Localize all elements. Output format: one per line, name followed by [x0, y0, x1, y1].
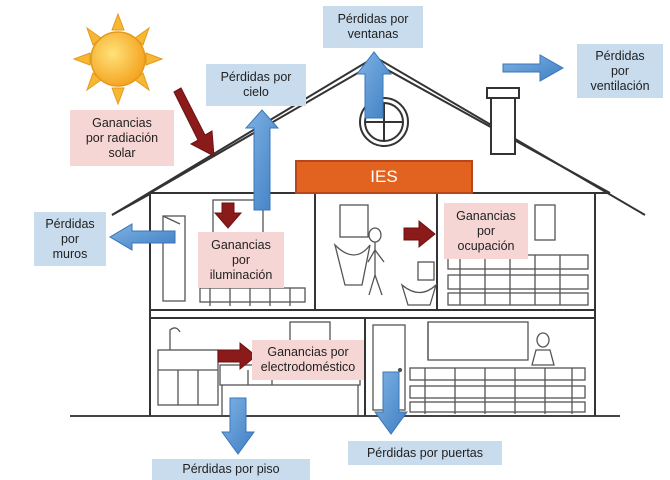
arrow-appliances: [217, 341, 257, 371]
label-line: ocupación: [457, 238, 515, 253]
label-line: Ganancias: [456, 208, 516, 223]
label-gain-occupancy: Ganancias por ocupación: [444, 203, 528, 259]
loss-arrows: [109, 51, 565, 455]
label-line: ventanas: [347, 27, 399, 41]
interior-sketch: [157, 199, 589, 415]
attic-window: [359, 97, 409, 147]
arrow-doors: [374, 371, 408, 435]
label-line: por: [60, 231, 80, 246]
label-line: cielo: [243, 85, 269, 99]
label-gain-lighting: Ganancias por iluminación: [198, 232, 284, 288]
label-line: Pérdidas: [595, 48, 645, 63]
label-line: muros: [52, 246, 88, 261]
label-line: electrodoméstico: [260, 360, 356, 374]
label-line: por: [610, 63, 630, 78]
label-gain-solar: Ganancias por radiación solar: [70, 110, 174, 166]
gain-arrows: [173, 87, 436, 371]
label-gain-appliances: Ganancias por electrodoméstico: [252, 340, 364, 380]
label-line: ventilación: [590, 78, 650, 93]
label-line: Pérdidas por: [337, 12, 409, 26]
arrow-ceiling: [244, 109, 280, 211]
arrow-floor: [221, 397, 255, 455]
label-loss-ventilation: Pérdidas por ventilación: [577, 44, 663, 98]
label-line: Ganancias: [211, 237, 271, 252]
label-line: iluminación: [209, 267, 273, 282]
label-loss-doors: Pérdidas por puertas: [348, 441, 502, 465]
label-line: Ganancias por: [267, 345, 349, 359]
arrow-walls: [109, 223, 176, 251]
chimney: [486, 87, 520, 155]
label-line: Pérdidas por: [220, 70, 292, 84]
arrow-lighting: [213, 202, 243, 229]
arrow-windows: [355, 51, 393, 119]
label-loss-walls: Pérdidas por muros: [34, 212, 106, 266]
ies-bar: IES: [295, 160, 473, 194]
label-loss-floor: Pérdidas por piso: [152, 459, 310, 480]
label-loss-windows: Pérdidas por ventanas: [323, 6, 423, 48]
label-line: Pérdidas por piso: [182, 462, 280, 476]
label-line: Pérdidas por puertas: [366, 445, 484, 460]
arrow-ventilation: [502, 54, 565, 82]
label-line: solar: [108, 145, 136, 160]
ies-label: IES: [370, 167, 398, 186]
arrow-occupancy: [403, 219, 436, 249]
label-line: por: [476, 223, 496, 238]
label-line: por: [231, 252, 251, 267]
sun-icon: [72, 12, 164, 106]
label-line: Ganancias: [92, 115, 152, 130]
arrow-solar: [173, 87, 215, 157]
label-line: Pérdidas: [45, 216, 95, 231]
label-line: por radiación: [85, 130, 159, 145]
label-loss-ceiling: Pérdidas por cielo: [206, 64, 306, 106]
